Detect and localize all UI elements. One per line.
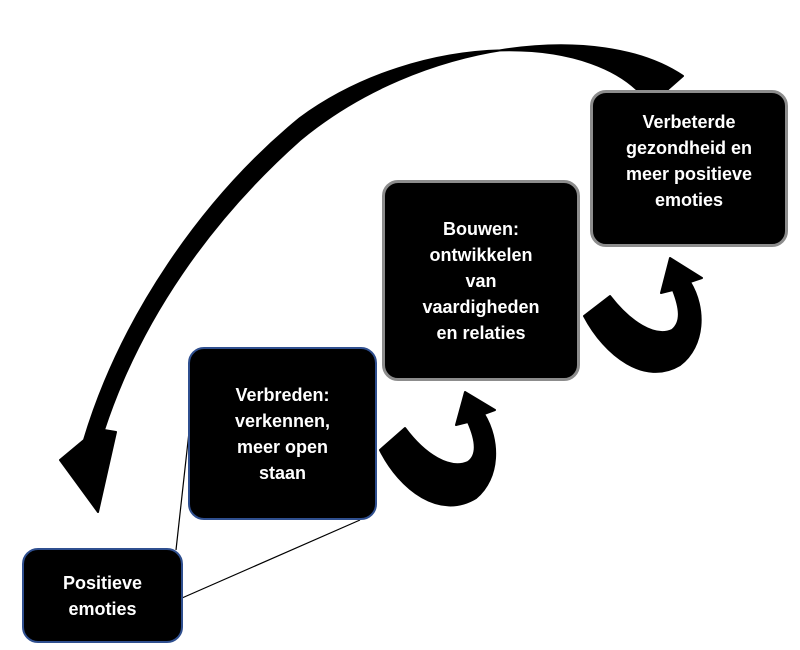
curved-arrow-1 xyxy=(379,391,497,507)
connector-line-bottom xyxy=(181,519,361,599)
box-positieve-emoties: Positieve emoties xyxy=(22,548,183,643)
box-bouwen: Bouwen: ontwikkelen van vaardigheden en … xyxy=(382,180,580,381)
box-verbreden: Verbreden: verkennen, meer open staan xyxy=(188,347,377,520)
feedback-arc-arrow xyxy=(59,44,684,513)
curved-arrow-2 xyxy=(583,257,703,373)
box-verbeterde-gezondheid: Verbeterde gezondheid en meer positieve … xyxy=(590,90,788,247)
